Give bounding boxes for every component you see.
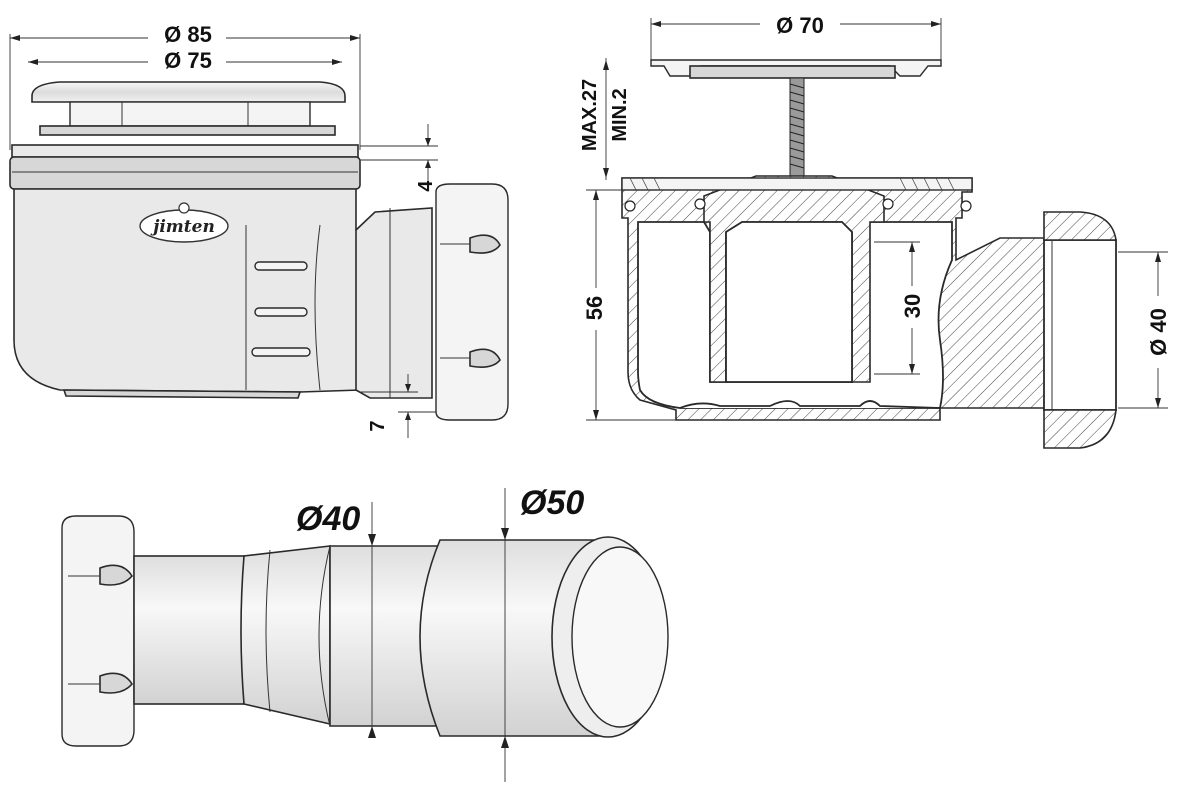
dim-water-seal: 30 xyxy=(874,241,928,375)
label-height: 56 xyxy=(582,296,607,320)
label-outlet-offset: 7 xyxy=(367,420,389,431)
brand-logo: jimten xyxy=(139,202,229,243)
dim-inner-diameter: Ø 75 xyxy=(28,48,342,73)
label-water-seal: 30 xyxy=(900,294,925,318)
outlet-pipe-section xyxy=(1043,239,1117,411)
trap-section-view: Ø 70 MAX.27 MIN.2 xyxy=(579,10,1176,449)
grate-cap xyxy=(31,81,346,103)
grate-flange xyxy=(39,125,336,136)
adapter-view: Ø40 Ø50 xyxy=(61,484,669,782)
cap-stem xyxy=(69,101,311,127)
label-adjust-max: MAX.27 xyxy=(579,79,601,151)
top-thread xyxy=(621,177,973,191)
body-collar xyxy=(9,156,361,190)
pipe-reducer xyxy=(240,545,331,726)
label-dia-outer: Ø 85 xyxy=(164,22,212,47)
logo-text: jimten xyxy=(150,217,215,237)
dim-outer-diameter: Ø 85 xyxy=(9,22,361,150)
label-adjust-min: MIN.2 xyxy=(609,88,631,141)
dim-adapter-large: Ø50 xyxy=(501,484,584,782)
dim-outlet-diameter: Ø 40 xyxy=(1118,251,1176,409)
adapter-nut xyxy=(61,515,135,747)
outlet-spigot xyxy=(355,207,433,399)
outlet-nut-top xyxy=(1043,211,1117,241)
dim-adapter-small: Ø40 xyxy=(296,500,376,738)
dim-gap: 4 xyxy=(360,124,438,192)
label-gap: 4 xyxy=(415,180,437,192)
label-outlet-dia: Ø 40 xyxy=(1146,308,1171,356)
label-adapter-large: Ø50 xyxy=(520,484,584,522)
pipe-end-opening xyxy=(571,546,669,728)
body-rim xyxy=(11,144,359,158)
trap-side-view: Ø 85 Ø 75 jimten xyxy=(9,22,509,438)
pipe-small xyxy=(133,555,245,705)
label-dia-inner: Ø 75 xyxy=(164,48,212,73)
dim-grate-diameter: Ø 70 xyxy=(650,10,942,60)
outlet-nut-bottom xyxy=(1043,409,1117,449)
label-adapter-small: Ø40 xyxy=(296,500,360,538)
dim-height: 56 xyxy=(580,189,676,421)
body-ribs xyxy=(245,224,321,391)
dim-outlet-offset: 7 xyxy=(360,374,436,438)
inner-cavity xyxy=(637,221,953,409)
grate-bar xyxy=(689,65,896,79)
label-dia-grate: Ø 70 xyxy=(776,13,824,38)
outlet-nut xyxy=(435,183,509,421)
